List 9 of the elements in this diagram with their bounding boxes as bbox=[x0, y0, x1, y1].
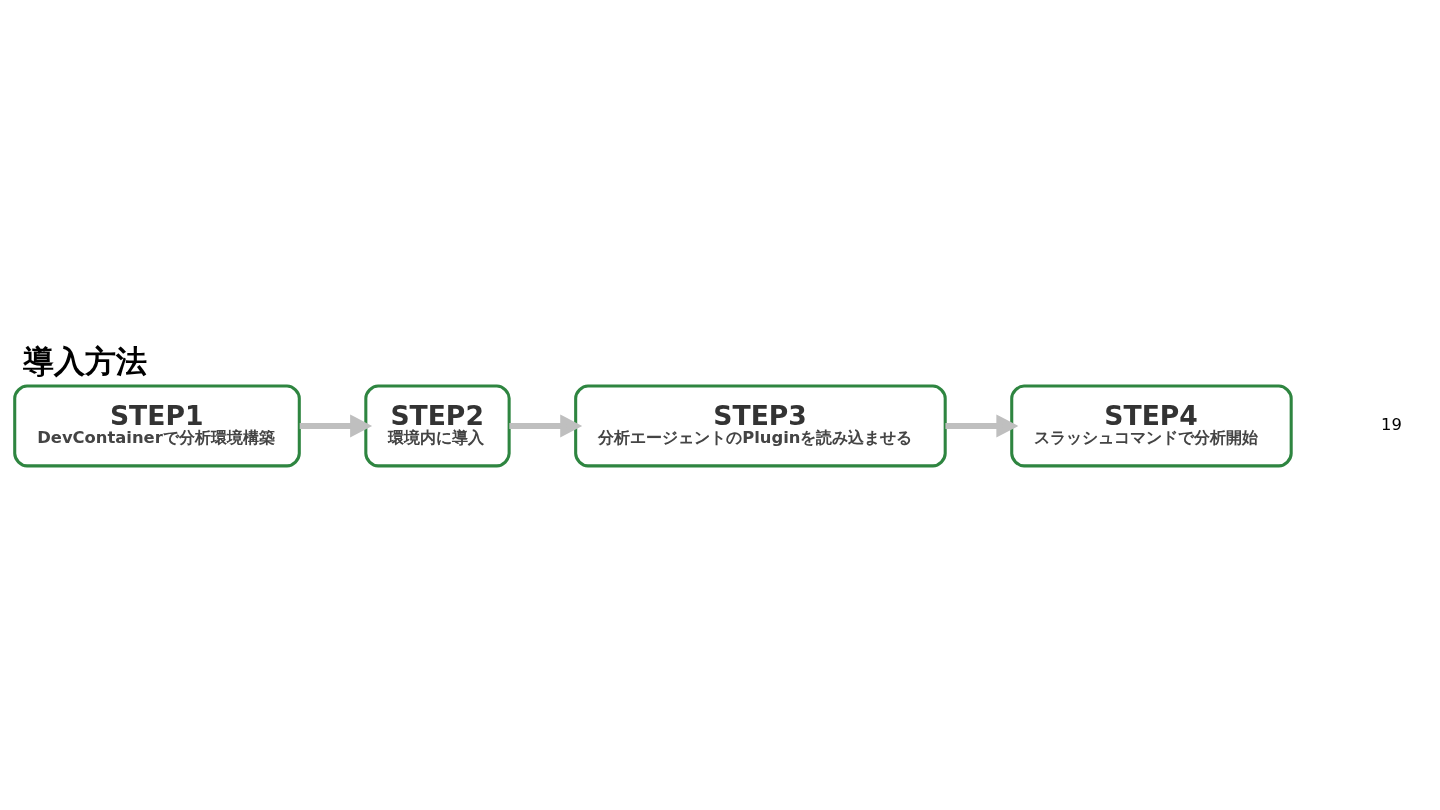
arrow bbox=[299, 414, 373, 438]
arrow bbox=[509, 414, 583, 438]
node-box: STEP1 DevContainerで分析環境構築 bbox=[13, 384, 301, 468]
node-box: STEP4 スラッシュコマンドで分析開始 bbox=[1010, 384, 1293, 468]
node-box: STEP3 分析エージェントのPluginを読み込ませる bbox=[574, 384, 947, 468]
diagram-title: 導入方法 bbox=[22, 343, 147, 379]
label: 19 bbox=[1381, 414, 1402, 434]
arrow bbox=[945, 414, 1019, 438]
node-box: STEP2 環境内に導入 bbox=[364, 384, 511, 468]
